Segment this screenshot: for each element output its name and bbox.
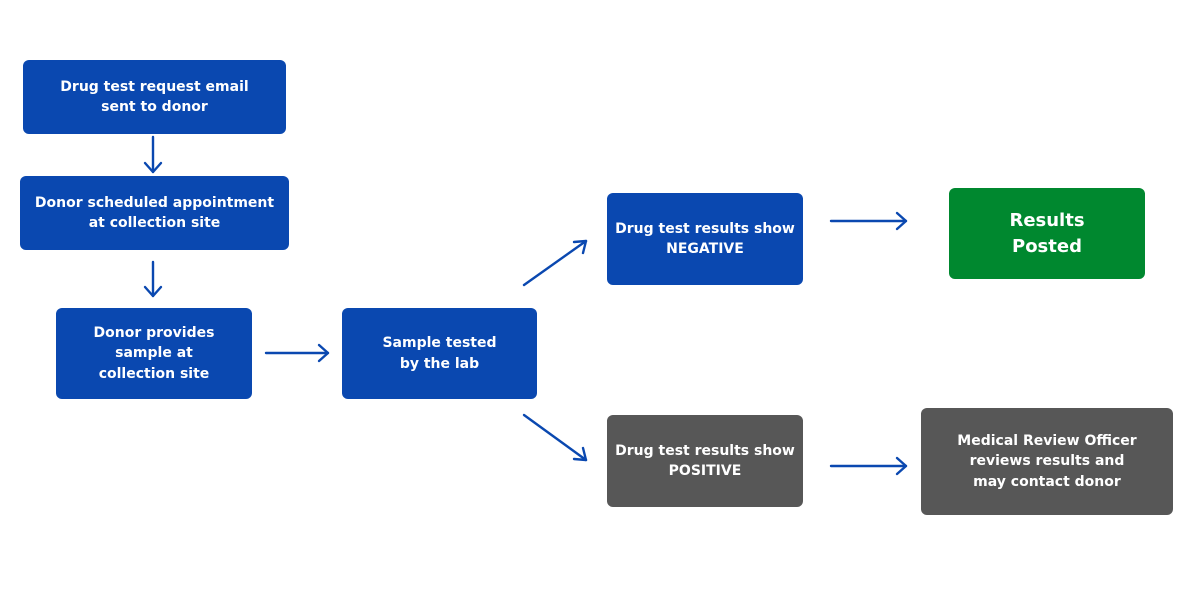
arrow-negative-to-posted [829,211,908,231]
arrow-email-to-appointment [143,135,163,174]
node-results-posted: Results Posted [949,188,1145,279]
arrow-lab-to-positive [522,413,588,462]
arrow-sample-to-lab [264,343,330,363]
node-scheduled-appointment: Donor scheduled appointment at collectio… [20,176,289,250]
node-medical-review: Medical Review Officer reviews results a… [921,408,1173,515]
node-request-email: Drug test request email sent to donor [23,60,286,134]
node-sample-tested: Sample tested by the lab [342,308,537,399]
node-provides-sample: Donor provides sample at collection site [56,308,252,399]
node-results-negative: Drug test results show NEGATIVE [607,193,803,285]
node-results-positive: Drug test results show POSITIVE [607,415,803,507]
arrow-lab-to-negative [522,239,588,287]
arrow-appointment-to-sample [143,260,163,298]
arrow-positive-to-review [829,456,908,476]
